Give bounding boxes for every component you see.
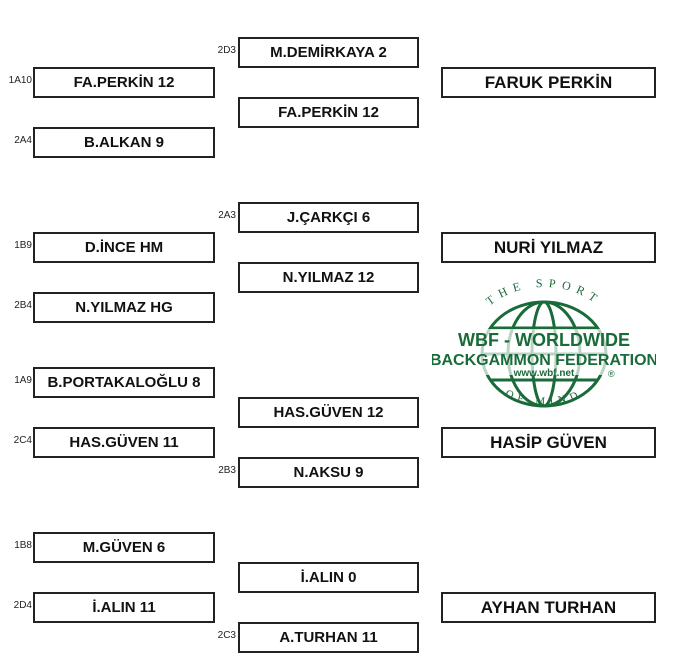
match-box-r2-3: J.ÇARKÇI 6: [238, 202, 419, 233]
logo-url: www.wbf.net: [513, 368, 575, 379]
seed-label: 2B3: [218, 465, 236, 476]
match-box-r2-5: HAS.GÜVEN 12: [238, 397, 419, 428]
logo-bottom-text: OF MIND: [503, 388, 584, 408]
match-box-r1-7: M.GÜVEN 6: [33, 532, 215, 563]
seed-label: 2A4: [14, 135, 32, 146]
seed-label: 2A3: [218, 210, 236, 221]
match-box-r1-6: HAS.GÜVEN 11: [33, 427, 215, 458]
winner-box-3: HASİP GÜVEN: [441, 427, 656, 458]
seed-label: 2D4: [13, 600, 32, 611]
seed-label: 2C3: [217, 630, 236, 641]
winner-box-1: FARUK PERKİN: [441, 67, 656, 98]
winner-box-2: NURİ YILMAZ: [441, 232, 656, 263]
seed-label: 2C4: [13, 435, 32, 446]
seed-label: 1B8: [14, 540, 32, 551]
match-box-r1-3: D.İNCE HM: [33, 232, 215, 263]
match-box-r2-8: A.TURHAN 11: [238, 622, 419, 653]
match-box-r1-8: İ.ALIN 11: [33, 592, 215, 623]
seed-label: 2D3: [217, 45, 236, 56]
seed-label: 1A10: [8, 75, 32, 86]
match-box-r1-1: FA.PERKİN 12: [33, 67, 215, 98]
logo-line2: BACKGAMMON FEDERATION: [432, 352, 656, 369]
seed-label: 2B4: [14, 300, 32, 311]
match-box-r1-5: B.PORTAKALOĞLU 8: [33, 367, 215, 398]
wbf-logo: THE SPORT WBF - WORLDWIDE BACKGAMMON FED…: [432, 276, 656, 408]
winner-box-4: AYHAN TURHAN: [441, 592, 656, 623]
match-box-r2-1: M.DEMİRKAYA 2: [238, 37, 419, 68]
match-box-r2-2: FA.PERKİN 12: [238, 97, 419, 128]
seed-label: 1B9: [14, 240, 32, 251]
match-box-r2-7: İ.ALIN 0: [238, 562, 419, 593]
match-box-r2-4: N.YILMAZ 12: [238, 262, 419, 293]
logo-line1: WBF - WORLDWIDE: [458, 330, 630, 350]
match-box-r1-4: N.YILMAZ HG: [33, 292, 215, 323]
match-box-r2-6: N.AKSU 9: [238, 457, 419, 488]
logo-registered-mark: ®: [608, 369, 615, 379]
seed-label: 1A9: [14, 375, 32, 386]
match-box-r1-2: B.ALKAN 9: [33, 127, 215, 158]
